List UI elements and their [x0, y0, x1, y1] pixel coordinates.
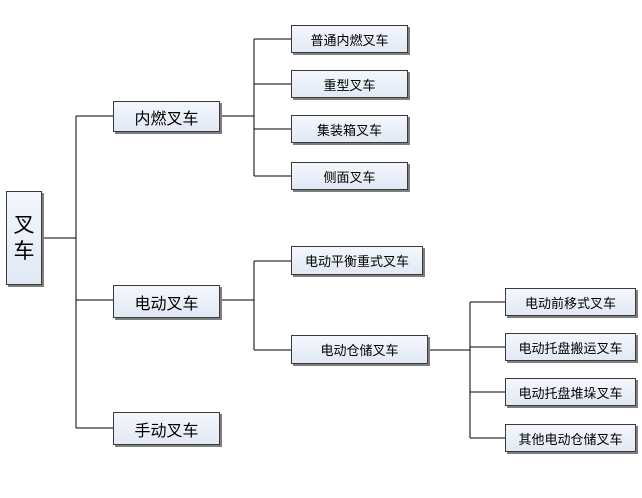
node-electric-warehouse-forklift: 电动仓储叉车 [291, 335, 428, 364]
node-other-electric-warehouse-forklift: 其他电动仓储叉车 [505, 424, 636, 452]
node-side-loader-forklift: 侧面叉车 [291, 162, 408, 190]
root-label-line-2: 车 [13, 239, 35, 263]
root-node-forklift: 叉 车 [6, 191, 42, 285]
node-electric-counterbalance-forklift: 电动平衡重式叉车 [291, 246, 423, 275]
node-standard-ic-forklift: 普通内燃叉车 [291, 25, 408, 53]
node-electric-reach-truck: 电动前移式叉车 [505, 288, 636, 316]
category-internal-combustion-forklift: 内燃叉车 [113, 101, 220, 132]
node-electric-pallet-stacker: 电动托盘堆垛叉车 [505, 378, 636, 406]
category-manual-forklift: 手动叉车 [113, 412, 220, 445]
node-electric-pallet-truck: 电动托盘搬运叉车 [505, 333, 636, 361]
node-heavy-forklift: 重型叉车 [291, 70, 408, 98]
node-container-forklift: 集装箱叉车 [291, 115, 408, 143]
category-electric-forklift: 电动叉车 [113, 285, 220, 318]
root-label-line-1: 叉 [13, 213, 35, 237]
